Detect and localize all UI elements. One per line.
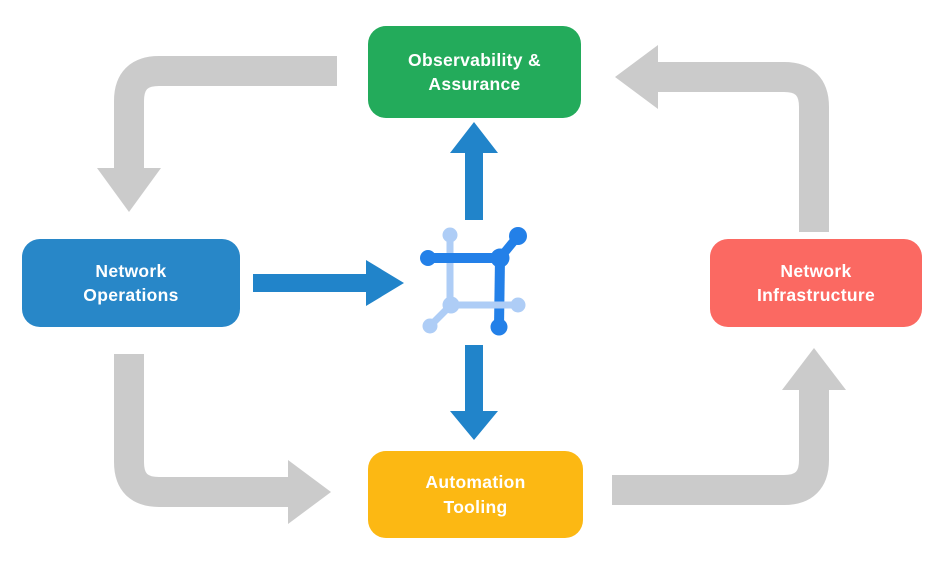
icon-light-front	[451, 297, 526, 313]
arrow-automation-to-infrastructure	[612, 348, 846, 505]
icon-dark	[420, 227, 527, 336]
node-network-infrastructure: Network Infrastructure	[710, 239, 922, 327]
node-label-line: Network	[780, 260, 852, 281]
node-network-operations: Network Operations	[22, 239, 240, 327]
node-label-line: Tooling	[443, 496, 508, 517]
arrow-operations-to-automation	[114, 354, 331, 524]
arrow-operations-to-center	[253, 260, 404, 306]
node-label-line: Observability &	[408, 49, 541, 70]
arrow-infrastructure-to-observability	[615, 45, 829, 232]
node-label-line: Assurance	[428, 74, 521, 94]
network-automation-icon	[420, 227, 527, 336]
icon-light-back	[422, 227, 460, 334]
node-label-line: Automation	[425, 472, 526, 492]
node-observability-assurance: Observability & Assurance	[368, 26, 581, 118]
node-label-line: Infrastructure	[757, 285, 875, 305]
arrow-observability-to-operations	[97, 56, 337, 212]
node-label-line: Network	[95, 260, 167, 281]
node-label-line: Operations	[83, 285, 179, 305]
arrow-center-to-observability	[450, 122, 498, 220]
node-automation-tooling: Automation Tooling	[368, 451, 583, 538]
arrow-center-to-automation	[450, 345, 498, 440]
